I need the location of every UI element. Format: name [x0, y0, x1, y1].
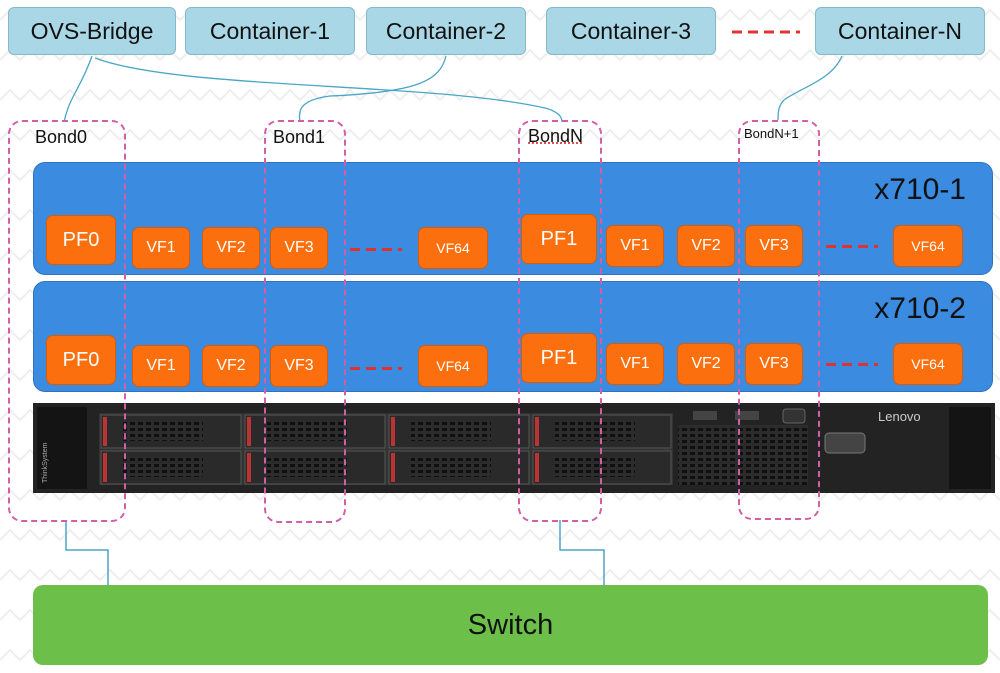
server-chassis: Lenovo ThinkSystem — [33, 403, 995, 493]
link-containerN-bondn1 — [777, 55, 843, 121]
switch-box: Switch — [33, 585, 988, 665]
container-1-box: Container-1 — [185, 7, 355, 55]
bondn1-outline — [738, 120, 820, 520]
vf-gap-dashes — [826, 363, 878, 366]
vf2-port: VF2 — [202, 227, 260, 269]
pf1-port: PF1 — [521, 333, 597, 383]
link-ovs-bond0 — [63, 55, 93, 123]
vf1-port: VF1 — [132, 227, 190, 269]
server-front-panel: Lenovo ThinkSystem — [33, 403, 995, 493]
vf1-port: VF1 — [606, 225, 664, 267]
vf64-port: VF64 — [893, 343, 963, 385]
vf64-port: VF64 — [418, 345, 488, 387]
bondn-label: BondN — [528, 126, 584, 146]
vf64-port: VF64 — [418, 227, 488, 269]
vf3-port: VF3 — [745, 225, 803, 267]
nic-x710-2: x710-2 — [33, 281, 993, 392]
ovs-bridge-box: OVS-Bridge — [8, 7, 176, 55]
bond0-outline — [8, 120, 126, 522]
link-bondn-switch — [559, 520, 605, 585]
vf2-port: VF2 — [677, 343, 735, 385]
lenovo-logo: Lenovo — [878, 409, 921, 424]
thinksystem-label: ThinkSystem — [42, 442, 49, 483]
vf-gap-dashes — [350, 367, 402, 370]
vf1-port: VF1 — [132, 345, 190, 387]
nic-title: x710-2 — [874, 292, 966, 325]
link-container2-bond1 — [298, 55, 447, 123]
container-3-box: Container-3 — [546, 7, 716, 55]
vf2-port: VF2 — [202, 345, 260, 387]
vf3-port: VF3 — [270, 345, 328, 387]
vf-gap-dashes — [826, 245, 878, 248]
pf0-port: PF0 — [46, 215, 116, 265]
vf1-port: VF1 — [606, 343, 664, 385]
bondn1-label: BondN+1 — [744, 126, 799, 141]
bond1-label: Bond1 — [273, 127, 326, 147]
vf-gap-dashes — [350, 248, 402, 251]
pf1-port: PF1 — [521, 214, 597, 264]
vf64-port: VF64 — [893, 225, 963, 267]
vf2-port: VF2 — [677, 225, 735, 267]
vf3-port: VF3 — [270, 227, 328, 269]
nic-x710-1: x710-1 — [33, 162, 993, 275]
nic-title: x710-1 — [874, 173, 966, 206]
link-bond0-switch — [65, 520, 109, 585]
container-n-box: Container-N — [815, 7, 985, 55]
vf3-port: VF3 — [745, 343, 803, 385]
bondn-outline — [518, 120, 602, 522]
pf0-port: PF0 — [46, 335, 116, 385]
bond1-outline — [264, 120, 346, 523]
link-ovs-bondn — [94, 57, 563, 123]
container-2-box: Container-2 — [366, 7, 526, 55]
bond0-label: Bond0 — [35, 127, 88, 147]
